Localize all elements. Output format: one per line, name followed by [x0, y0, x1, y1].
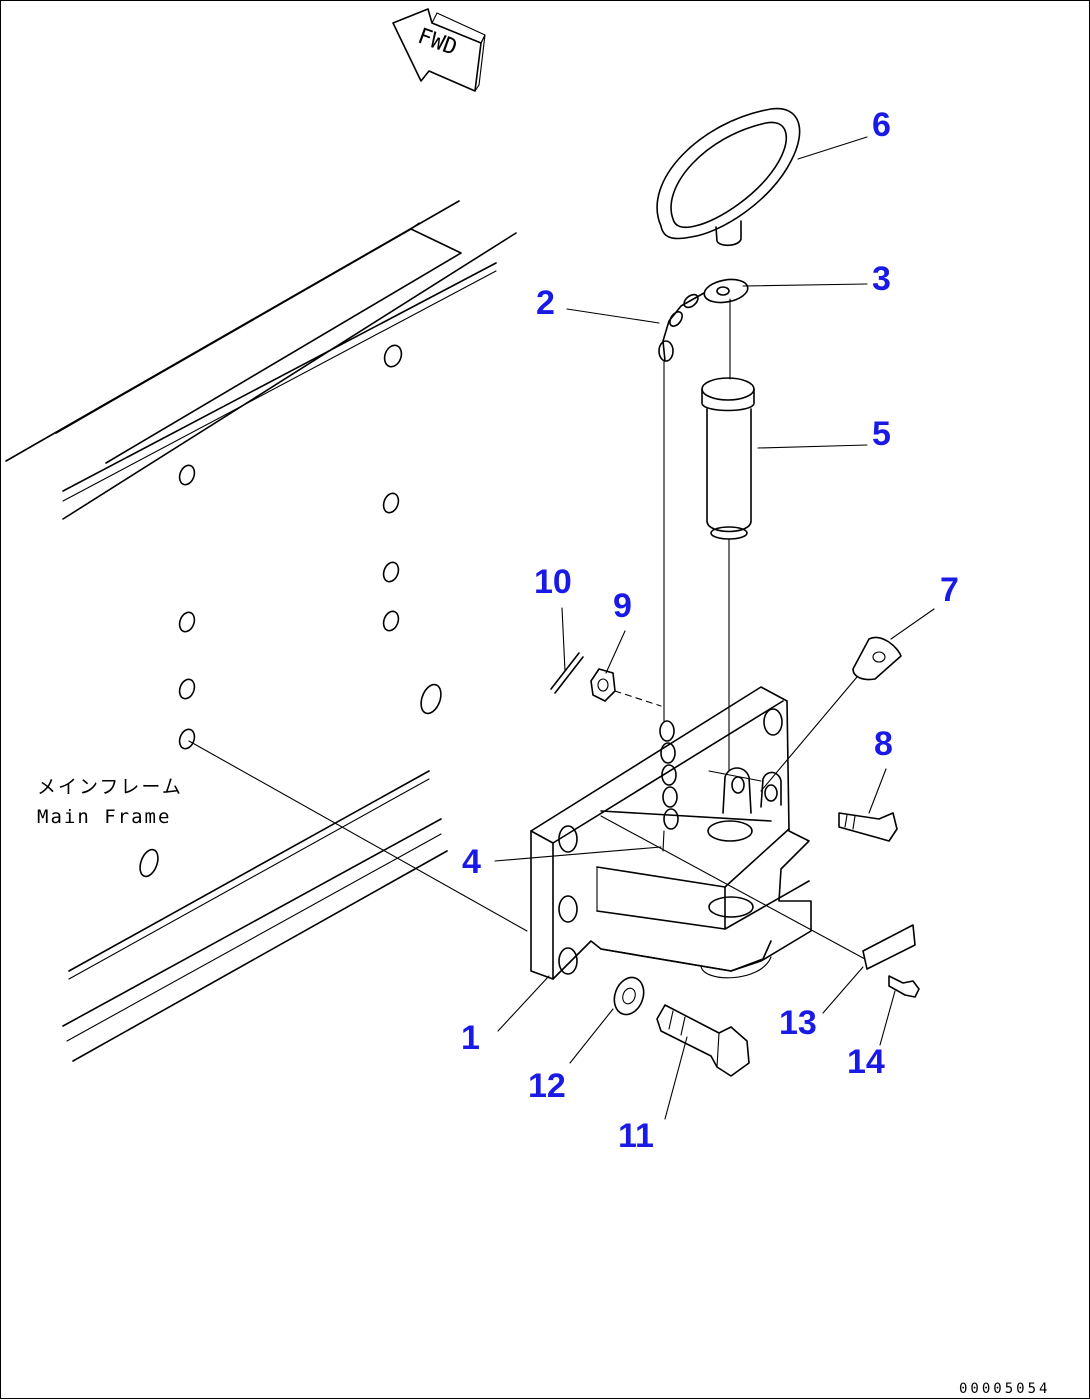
bolt-small: [838, 812, 898, 842]
hitch-bracket: [530, 686, 812, 980]
callout-14: 14: [847, 1043, 885, 1081]
pin-handle: [656, 107, 801, 247]
chain: [658, 292, 705, 852]
washer: [613, 976, 645, 1016]
callout-2: 2: [536, 284, 555, 322]
fwd-label: FWD: [414, 24, 460, 61]
fwd-arrow-icon: FWD: [392, 8, 486, 92]
callout-6: 6: [872, 106, 891, 144]
screw: [888, 975, 920, 998]
callout-5: 5: [872, 415, 891, 453]
callout-9: 9: [613, 587, 632, 625]
plate: [862, 924, 916, 970]
drawing-code: 00005054: [959, 1381, 1050, 1397]
leader-lines: [188, 136, 935, 1120]
chain-ring: [703, 278, 749, 304]
split-pin: [550, 652, 584, 694]
callout-12: 12: [528, 1067, 566, 1105]
callout-8: 8: [874, 725, 893, 763]
callout-10: 10: [534, 563, 572, 601]
frame-label-en: Main Frame: [37, 806, 171, 828]
main-frame: [5, 200, 517, 1062]
frame-label-jp: メインフレーム: [37, 776, 183, 798]
bracket: [852, 636, 902, 681]
callout-3: 3: [872, 260, 891, 298]
callout-13: 13: [779, 1004, 817, 1042]
pin: [701, 298, 755, 772]
callout-7: 7: [940, 571, 959, 609]
bolt-large: [656, 1004, 750, 1077]
callout-1: 1: [461, 1019, 480, 1057]
callout-11: 11: [618, 1117, 654, 1155]
callout-4: 4: [462, 843, 481, 881]
nut: [590, 668, 616, 702]
